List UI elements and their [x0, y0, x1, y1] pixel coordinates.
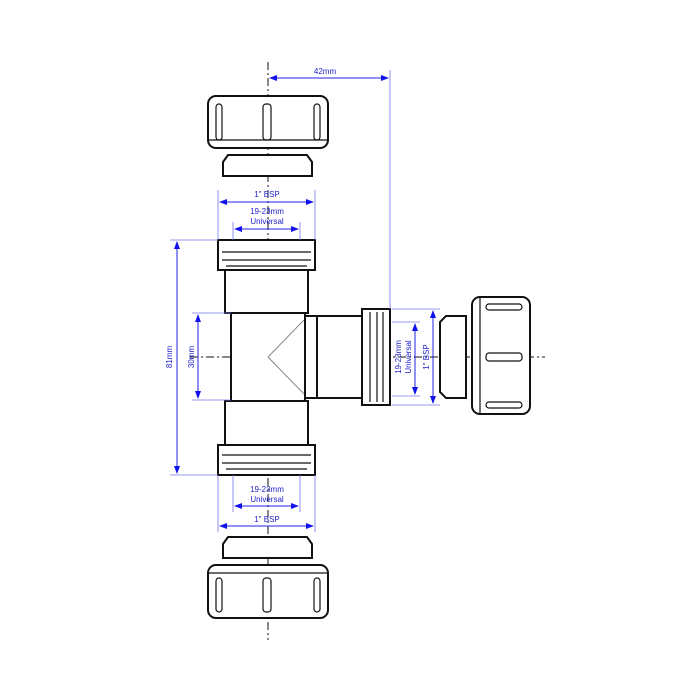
tee-body	[217, 239, 391, 476]
label-branch-universal: Universal	[404, 340, 413, 374]
label-bottom-universal: Universal	[250, 495, 284, 504]
top-compression-nut	[207, 95, 329, 149]
label-branch-universal-range: 19-23mm	[394, 340, 403, 374]
label-top-universal: Universal	[250, 217, 284, 226]
label-branch-bsp: 1" BSP	[422, 344, 431, 370]
label-81mm: 81mm	[165, 346, 174, 369]
label-top-bsp: 1" BSP	[254, 190, 280, 199]
top-olive	[222, 154, 313, 177]
branch-compression-nut	[471, 296, 531, 415]
label-bottom-bsp: 1" BSP	[254, 515, 280, 524]
bottom-olive	[222, 536, 313, 559]
label-30mm: 30mm	[187, 346, 196, 369]
label-bottom-universal-range: 19-23mm	[250, 485, 284, 494]
bottom-compression-nut	[207, 564, 329, 619]
branch-olive	[439, 315, 467, 399]
label-top-universal-range: 19-23mm	[250, 207, 284, 216]
label-42mm: 42mm	[314, 67, 337, 76]
